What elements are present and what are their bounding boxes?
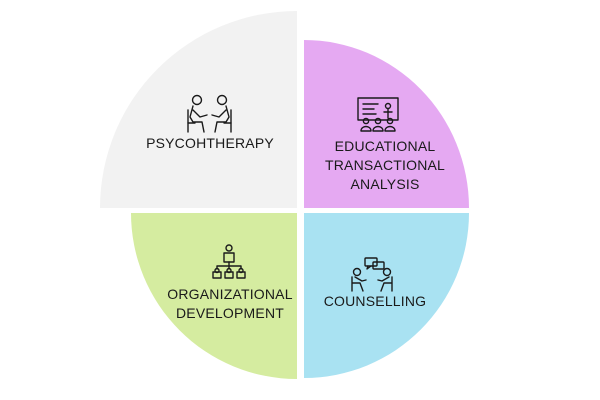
educational-line-1: EDUCATIONAL: [334, 138, 436, 154]
organizational-line-1: ORGANIZATIONAL: [167, 286, 293, 302]
educational-line-2: TRANSACTIONAL: [324, 157, 446, 173]
label-counselling: COUNSELLING: [300, 292, 450, 311]
label-educational: EDUCATIONAL TRANSACTIONAL ANALYSIS: [300, 137, 470, 194]
two-people-talking-icon: [187, 94, 232, 133]
label-psychotherapy: PSYCOHTHERAPY: [115, 134, 305, 153]
segment-educational: [304, 40, 469, 208]
org-chart-icon: [212, 244, 246, 279]
segment-psychotherapy: [100, 11, 297, 208]
counselling-conversation-icon: [351, 257, 393, 292]
classroom-presentation-icon: [357, 97, 399, 132]
organizational-line-2: DEVELOPMENT: [176, 305, 284, 321]
counselling-line-1: COUNSELLING: [323, 293, 427, 309]
segment-counselling: [304, 213, 469, 378]
psychotherapy-line-1: PSYCOHTHERAPY: [146, 135, 274, 151]
educational-line-3: ANALYSIS: [350, 176, 420, 192]
label-organizational: ORGANIZATIONAL DEVELOPMENT: [140, 285, 320, 323]
segment-organizational: [131, 213, 297, 379]
